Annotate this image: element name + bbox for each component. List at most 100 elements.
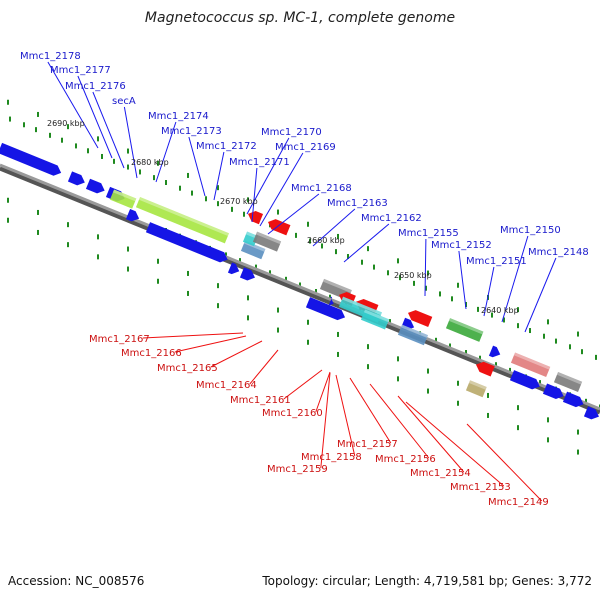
forward-gene-arrow [67,171,85,186]
label-leader [142,332,244,339]
reverse-gene-label: Mmc1_2164 [196,380,257,391]
map-title: Magnetococcus sp. MC-1, complete genome [144,10,456,26]
genome-backbone [0,163,600,411]
forward-gene-label: Mmc1_2171 [229,157,290,168]
label-leader [424,238,427,297]
gene-feature-box [109,189,137,209]
scale-label: 2640 kbp [481,306,519,315]
reverse-gene-arrow [408,310,433,328]
backbone-shadow [0,165,600,415]
label-leader [349,377,392,444]
forward-gene-arrow [227,262,240,275]
label-leader [155,121,177,183]
forward-gene-arrow [239,267,255,281]
genome-stats: Topology: circular; Length: 4,719,581 bp… [262,574,592,588]
label-leader [405,401,505,487]
label-leader [483,266,495,317]
reverse-gene-arrow [476,361,495,377]
reverse-gene-label: Mmc1_2156 [375,454,436,465]
forward-gene-arrow [305,297,346,321]
gene-feature-box [135,197,229,244]
label-leader [77,75,113,159]
forward-gene-arrow [488,345,501,358]
reverse-gene-label: Mmc1_2167 [89,334,150,345]
forward-gene-label: Mmc1_2168 [291,183,352,194]
label-leader [251,167,258,223]
gene-feature-box [510,352,551,378]
forward-gene-label: Mmc1_2155 [398,228,459,239]
label-leader [320,372,331,469]
label-leader [335,374,356,457]
label-leader [267,193,320,235]
reverse-gene-label: Mmc1_2149 [488,497,549,508]
label-leader [343,223,390,263]
label-leader [47,61,99,149]
forward-gene-label: Mmc1_2178 [20,51,81,62]
scale-label: 2690 kbp [47,119,85,128]
forward-gene-arrow [583,406,599,420]
forward-gene-arrow [509,370,540,390]
label-leader [397,395,465,473]
scale-label: 2680 kbp [131,158,169,167]
gene-labels-layer: Mmc1_2178Mmc1_2177Mmc1_2176secAMmc1_2174… [20,51,589,508]
gene-feature-box [553,372,583,392]
forward-gene-arrow [145,222,228,263]
reverse-gene-label: Mmc1_2159 [267,464,328,475]
gene-feature-box [465,380,487,398]
gene-feature-box [360,309,390,330]
label-leader [259,152,304,227]
reverse-gene-label: Mmc1_2165 [157,363,218,374]
forward-gene-label: Mmc1_2173 [161,126,222,137]
label-leader [213,151,225,201]
reverse-gene-label: Mmc1_2166 [121,348,182,359]
label-leader [283,369,323,400]
label-leaders-layer [47,61,557,502]
label-leader [174,335,247,353]
forward-gene-arrow [326,296,334,308]
label-leader [249,349,279,385]
forward-gene-arrow [542,383,564,400]
label-leader [315,371,331,413]
label-leader [92,91,125,169]
gene-features-layer [0,142,599,420]
forward-gene-arrow [85,178,105,194]
label-leader [123,106,138,179]
label-leader [312,208,356,247]
gene-feature-box [252,231,282,252]
label-leader [501,235,529,323]
forward-gene-label: Mmc1_2169 [275,142,336,153]
forward-gene-arrow [0,142,62,176]
scale-label: 2660 kbp [307,236,345,245]
accession-label: Accession: NC_008576 [8,574,145,588]
forward-gene-label: Mmc1_2172 [196,141,257,152]
label-leader [458,250,467,310]
forward-gene-label: Mmc1_2150 [500,225,561,236]
label-leader [369,383,430,459]
reverse-gene-label: Mmc1_2161 [230,395,291,406]
forward-gene-label: Mmc1_2151 [466,256,527,267]
forward-gene-label: Mmc1_2148 [528,247,589,258]
label-leader [524,257,557,333]
forward-gene-label: Mmc1_2170 [261,127,322,138]
label-leader [210,340,263,368]
label-leader [466,423,543,502]
forward-gene-label: Mmc1_2177 [50,65,111,76]
scale-label: 2650 kbp [394,271,432,280]
forward-gene-label: Mmc1_2162 [361,213,422,224]
forward-gene-label: Mmc1_2163 [327,198,388,209]
scale-labels-layer: 2690 kbp 2680 kbp 2670 kbp 2660 kbp 2650 kbp… [47,119,519,315]
forward-gene-label: secA [112,96,136,107]
scale-label: 2670 kbp [220,197,258,206]
gene-feature-box [397,324,429,346]
forward-gene-arrow [125,208,140,222]
reverse-gene-label: Mmc1_2153 [450,482,511,493]
gene-feature-box [445,318,484,342]
forward-gene-arrow [562,391,584,408]
reverse-gene-arrow [268,219,291,236]
reverse-gene-label: Mmc1_2154 [410,468,471,479]
reverse-gene-label: Mmc1_2158 [301,452,362,463]
label-leader [188,136,206,197]
reverse-gene-label: Mmc1_2160 [262,408,323,419]
forward-gene-label: Mmc1_2176 [65,81,126,92]
